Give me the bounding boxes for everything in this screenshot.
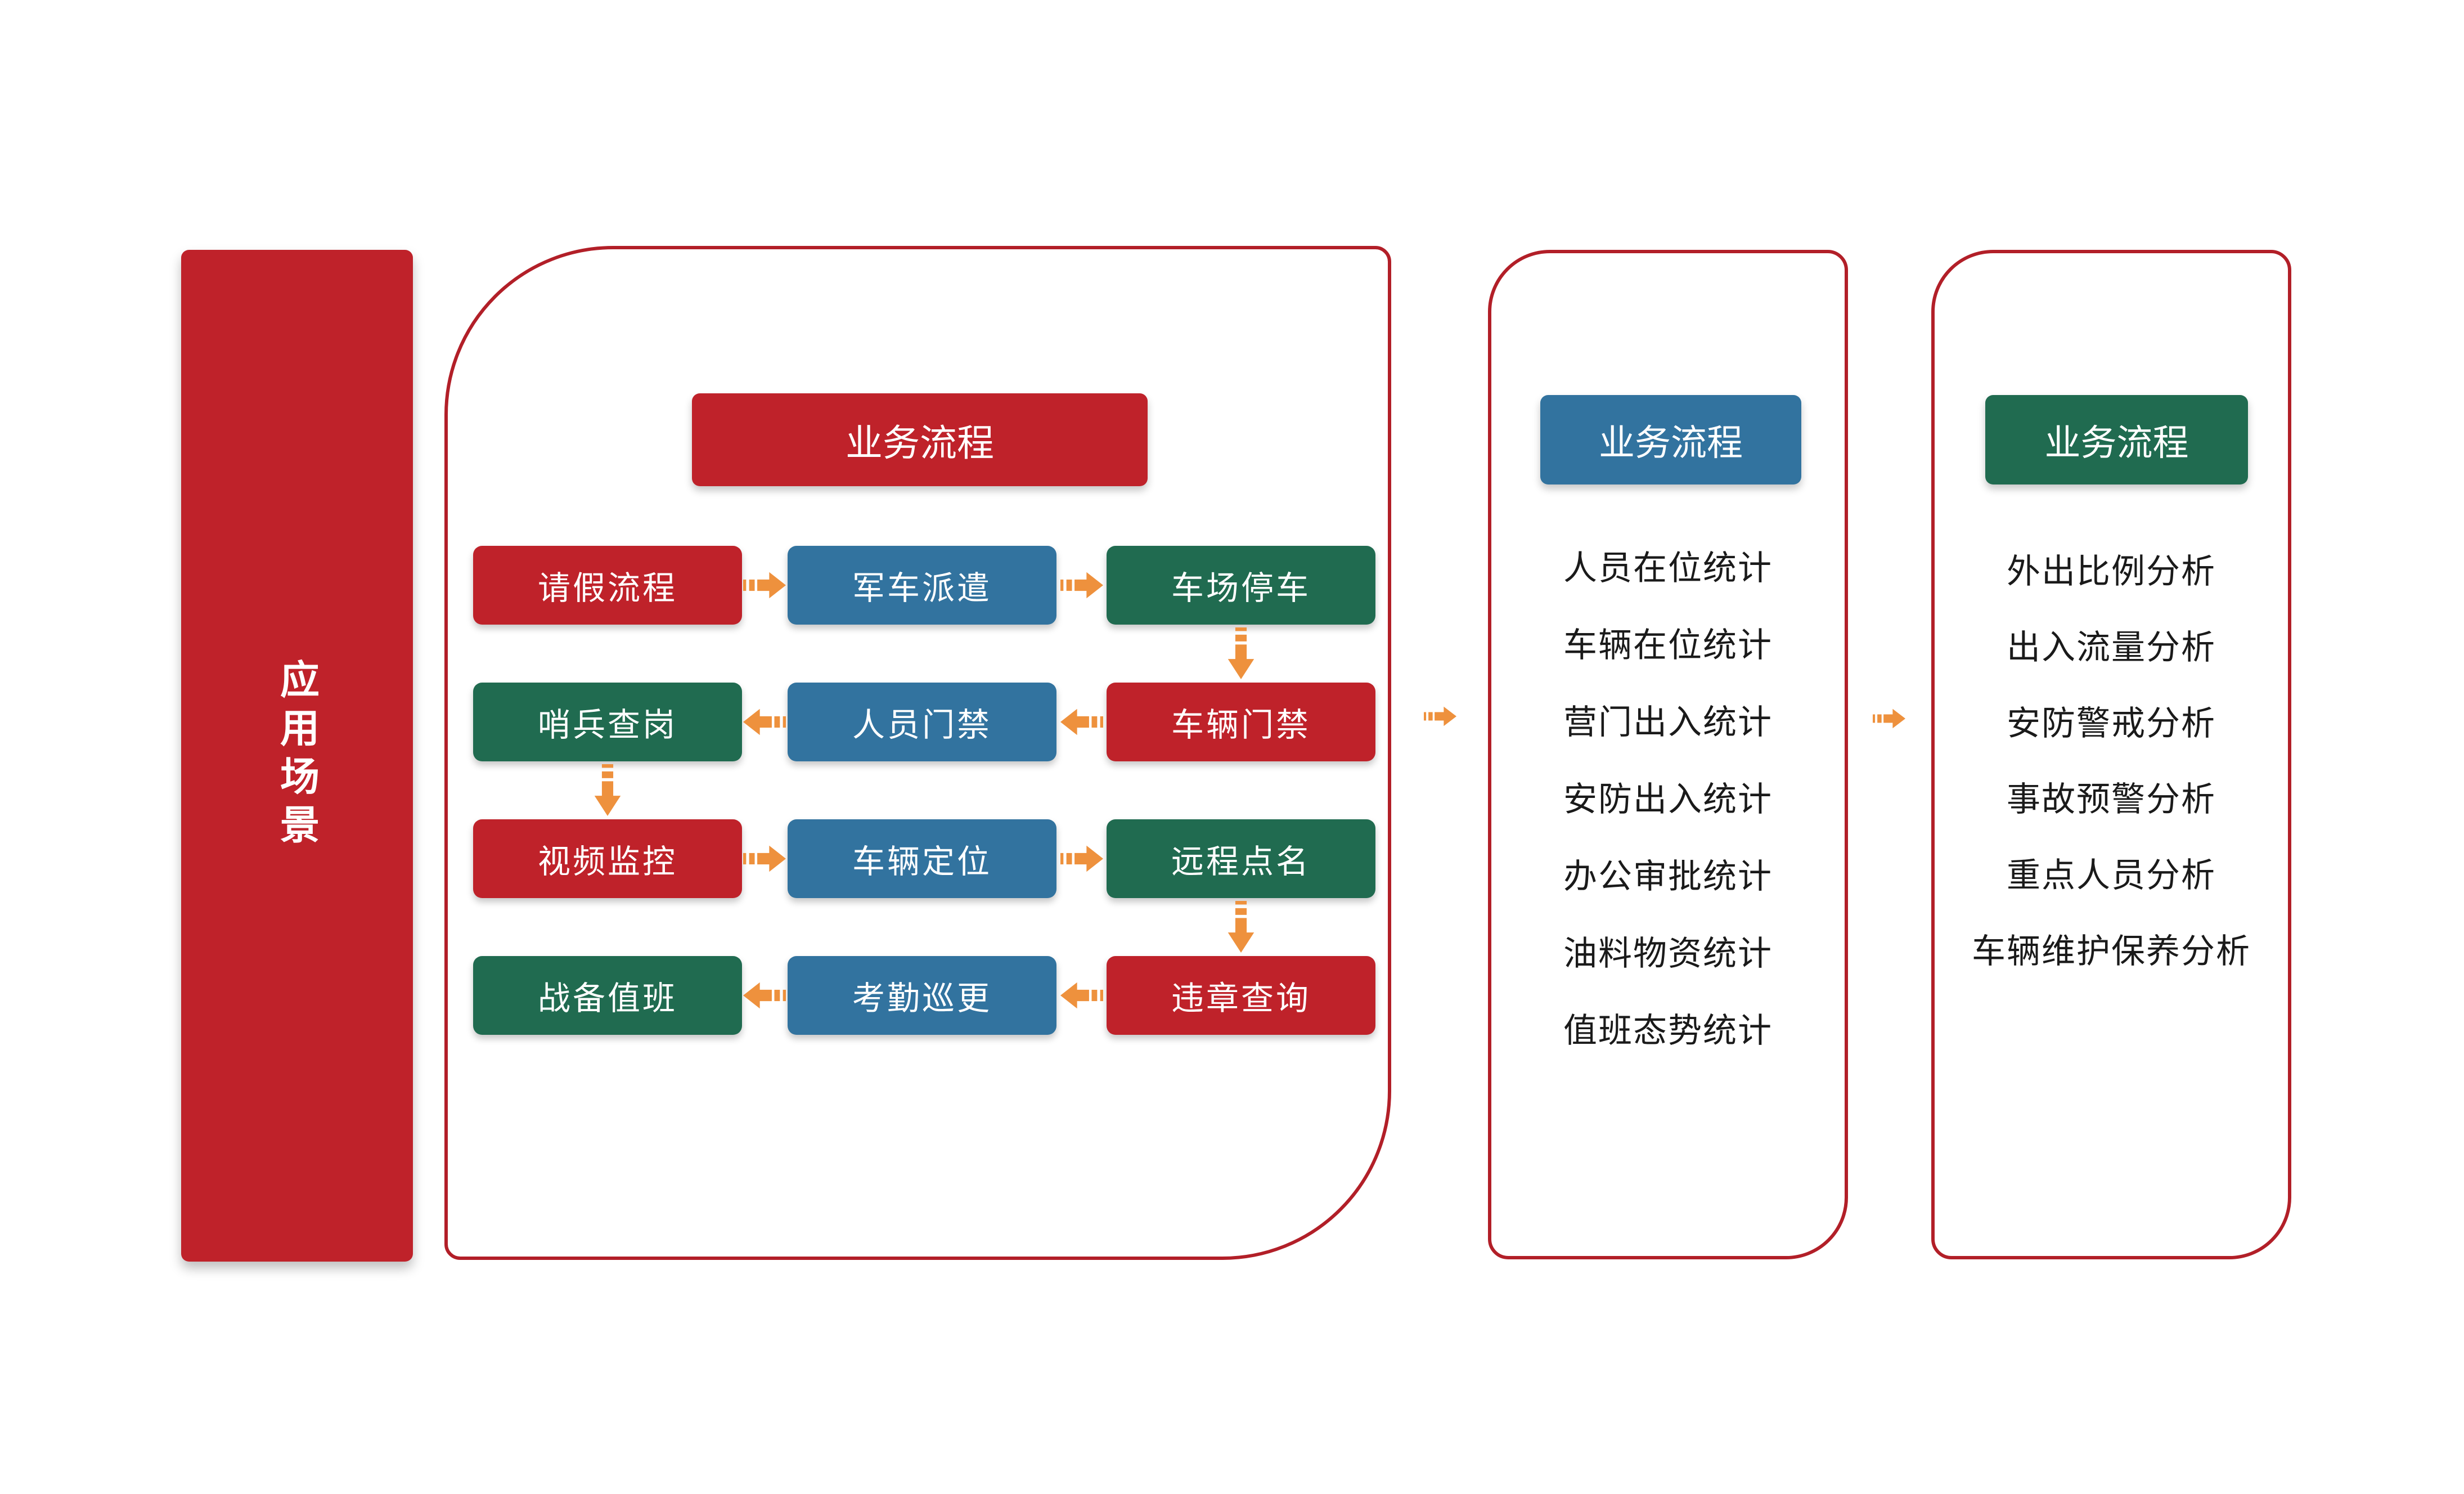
list-item: 重点人员分析	[2007, 856, 2216, 894]
flow-box-label: 请假流程	[537, 570, 677, 607]
striped-arrow-left-icon	[1060, 705, 1103, 739]
flow-panel-header-label: 业务流程	[846, 421, 994, 464]
flow-box-label: 军车派遣	[852, 570, 992, 607]
list-item: 车辆在位统计	[1563, 626, 1773, 664]
list-item: 车辆维护保养分析	[1972, 932, 2251, 970]
statistics-list: 人员在位统计车辆在位统计营门出入统计安防出入统计办公审批统计油料物资统计值班态势…	[1491, 527, 1845, 1066]
list-item: 事故预警分析	[2007, 780, 2216, 818]
flow-panel-header: 业务流程	[692, 393, 1148, 486]
striped-arrow-down-icon	[1224, 627, 1258, 679]
flow-box-leave-process: 请假流程	[473, 546, 742, 625]
striped-arrow-right-icon	[743, 568, 786, 603]
flow-box-label: 车辆定位	[852, 844, 992, 880]
list-item: 值班态势统计	[1563, 1012, 1773, 1049]
list-item: 出入流量分析	[2007, 629, 2216, 666]
flow-box-label: 战备值班	[537, 980, 677, 1017]
flow-box-label: 人员门禁	[852, 707, 992, 743]
banner-title: 应用场景	[275, 659, 319, 853]
application-scenario-banner: 应用场景	[181, 250, 413, 1262]
list-item: 人员在位统计	[1563, 549, 1773, 587]
striped-arrow-left-icon	[743, 978, 786, 1013]
striped-arrow-right-icon	[1060, 568, 1103, 603]
striped-arrow-right-icon	[1424, 703, 1456, 729]
flow-box-label: 视频监控	[537, 844, 677, 880]
flow-box-sentry-check: 哨兵查岗	[473, 683, 742, 761]
statistics-panel: 业务流程 人员在位统计车辆在位统计营门出入统计安防出入统计办公审批统计油料物资统…	[1488, 250, 1848, 1259]
striped-arrow-left-icon	[1060, 978, 1103, 1013]
flow-box-combat-duty: 战备值班	[473, 956, 742, 1035]
flow-box-parking: 车场停车	[1107, 546, 1375, 625]
striped-arrow-left-icon	[743, 705, 786, 739]
business-flow-panel: 业务流程 请假流程 军车派遣 车场停车 哨兵查岗 人员门禁 车辆门禁 视频监控 …	[444, 246, 1391, 1260]
flow-box-attendance-patrol: 考勤巡更	[788, 956, 1056, 1035]
analysis-panel-header-label: 业务流程	[2044, 422, 2189, 463]
flow-box-label: 哨兵查岗	[537, 707, 677, 743]
striped-arrow-right-icon	[1060, 841, 1103, 876]
striped-arrow-down-icon	[1224, 901, 1258, 953]
flow-box-remote-rollcall: 远程点名	[1107, 819, 1375, 898]
flow-box-personnel-access: 人员门禁	[788, 683, 1056, 761]
flow-box-vehicle-location: 车辆定位	[788, 819, 1056, 898]
list-item: 安防出入统计	[1563, 780, 1773, 818]
flow-box-violation-query: 违章查询	[1107, 956, 1375, 1035]
list-item: 安防警戒分析	[2007, 705, 2216, 742]
flow-box-label: 违章查询	[1171, 980, 1311, 1017]
flow-box-video-monitor: 视频监控	[473, 819, 742, 898]
striped-arrow-down-icon	[590, 764, 625, 816]
list-item: 油料物资统计	[1563, 935, 1773, 972]
flow-box-vehicle-access: 车辆门禁	[1107, 683, 1375, 761]
list-item: 办公审批统计	[1563, 858, 1773, 895]
analysis-panel-header: 业务流程	[1985, 395, 2248, 484]
statistics-panel-header: 业务流程	[1540, 395, 1801, 484]
flow-box-label: 远程点名	[1171, 844, 1311, 880]
flow-box-label: 车辆门禁	[1171, 707, 1311, 743]
flow-box-label: 车场停车	[1171, 570, 1311, 607]
striped-arrow-right-icon	[1873, 706, 1905, 732]
list-item: 营门出入统计	[1563, 703, 1773, 741]
flow-box-vehicle-dispatch: 军车派遣	[788, 546, 1056, 625]
analysis-list: 外出比例分析出入流量分析安防警戒分析事故预警分析重点人员分析车辆维护保养分析	[1935, 531, 2288, 986]
list-item: 外出比例分析	[2007, 553, 2216, 590]
striped-arrow-right-icon	[743, 841, 786, 876]
statistics-panel-header-label: 业务流程	[1599, 422, 1743, 463]
flow-box-label: 考勤巡更	[852, 980, 992, 1017]
analysis-panel: 业务流程 外出比例分析出入流量分析安防警戒分析事故预警分析重点人员分析车辆维护保…	[1931, 250, 2291, 1259]
